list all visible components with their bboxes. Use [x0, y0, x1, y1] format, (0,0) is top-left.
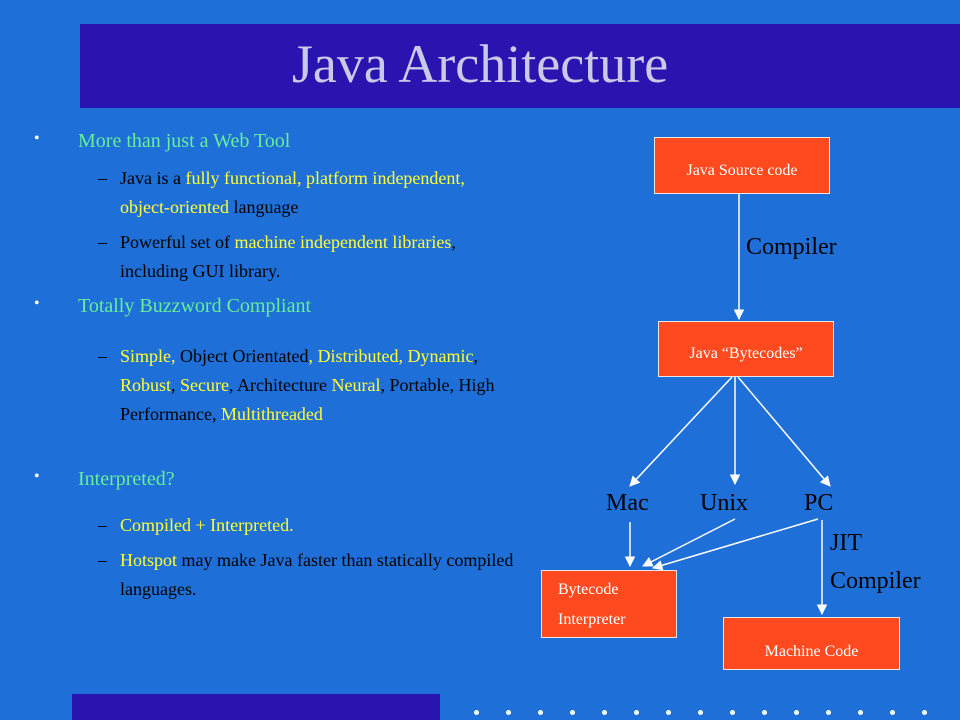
arrow-bytecodes-to-pc	[737, 376, 831, 487]
footer-dot	[890, 710, 895, 715]
jit-label: JIT	[830, 530, 862, 556]
bytecode-interpreter-box: Bytecode Interpreter	[541, 570, 677, 638]
bullet-dot-icon: •	[34, 130, 40, 147]
java-source-code-box: Java Source code	[654, 137, 830, 194]
jit-compiler-label: Compiler	[830, 568, 921, 594]
interpreter-line-2: Interpreter	[558, 611, 626, 628]
footer-dot	[762, 710, 767, 715]
footer-dot	[826, 710, 831, 715]
footer-dot	[858, 710, 863, 715]
mac-label: Mac	[606, 490, 649, 516]
bullet-dot-icon: •	[34, 468, 40, 485]
footer-dot	[602, 710, 607, 715]
footer-band	[72, 694, 440, 720]
java-bytecodes-box: Java “Bytecodes”	[658, 321, 834, 377]
machine-code-box: Machine Code	[723, 617, 900, 670]
pc-label: PC	[804, 490, 834, 516]
footer-dot	[474, 710, 479, 715]
footer-dot	[538, 710, 543, 715]
compiler-label: Compiler	[746, 234, 837, 260]
slide-title: Java Architecture	[291, 34, 669, 94]
footer-dot	[730, 710, 735, 715]
arrow-bytecodes-to-mac	[629, 376, 733, 487]
dash-icon: –	[98, 232, 107, 252]
unix-label: Unix	[700, 490, 748, 516]
footer-dots	[470, 710, 950, 720]
arrow-unix-to-interpreter	[642, 518, 736, 567]
dash-icon: –	[98, 515, 107, 535]
title-band	[80, 24, 960, 108]
bullet-dot-icon: •	[34, 295, 40, 312]
footer-dot	[570, 710, 575, 715]
footer-dot	[634, 710, 639, 715]
footer-dot	[698, 710, 703, 715]
dash-icon: –	[98, 168, 107, 188]
dash-icon: –	[98, 550, 107, 570]
dash-icon: –	[98, 346, 107, 366]
footer-dot	[506, 710, 511, 715]
arrow-pc-to-interpreter	[651, 518, 819, 571]
footer-dot	[794, 710, 799, 715]
footer-dot	[666, 710, 671, 715]
interpreter-line-1: Bytecode	[558, 581, 619, 598]
footer-dot	[922, 710, 927, 715]
